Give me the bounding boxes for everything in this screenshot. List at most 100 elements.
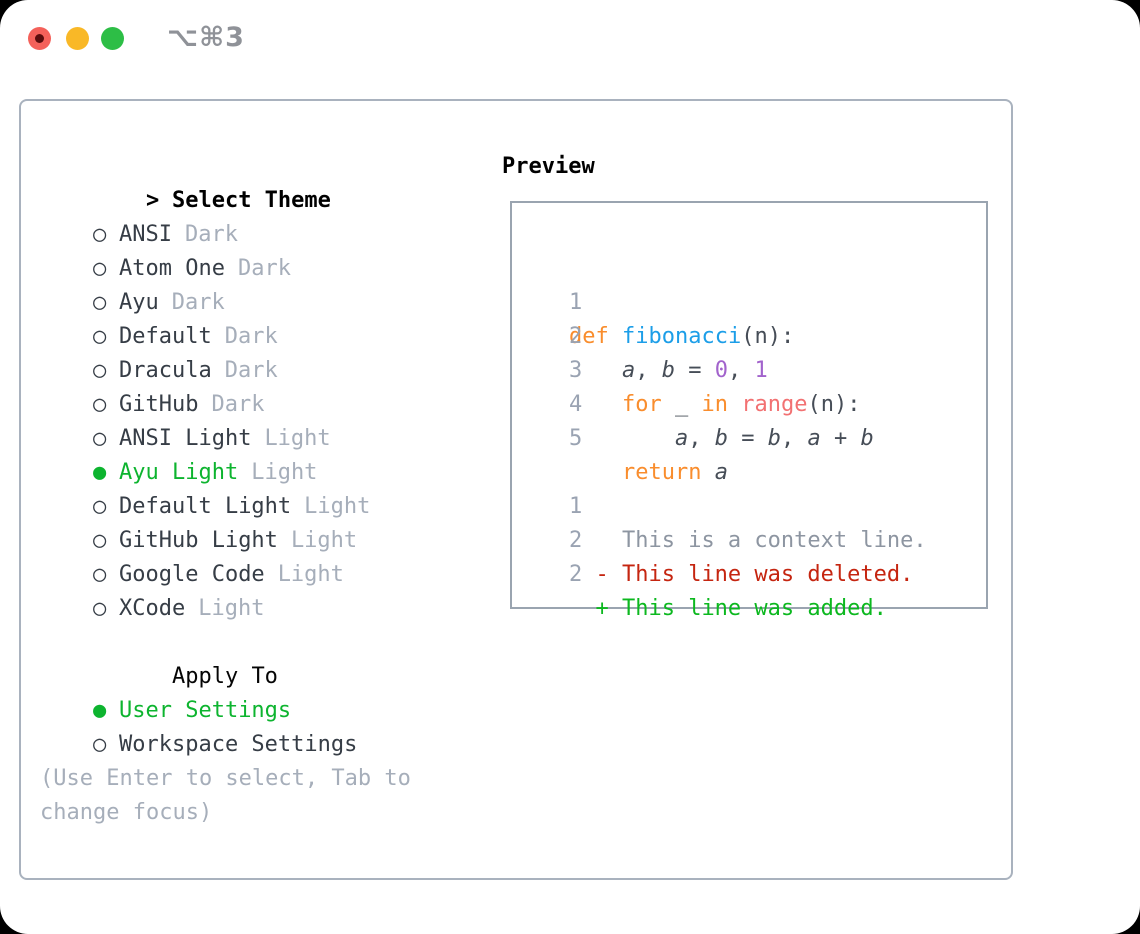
radio-icon: ○ [92, 494, 107, 519]
line-number: 2 [568, 324, 583, 349]
code-token: = [674, 358, 715, 383]
theme-name-label: Default [118, 324, 212, 349]
radio-icon: ○ [92, 528, 107, 553]
theme-name-label: Dracula [118, 358, 212, 383]
theme-variant-label: Light [251, 460, 318, 485]
theme-variant-label: Light [290, 528, 358, 553]
theme-variant-label: Dark [224, 358, 278, 383]
preview-box: 1 def fibonacci(n): 2 a, b = 0, 1 3 for … [510, 201, 988, 621]
theme-name-label: GitHub [118, 392, 199, 417]
code-token: + [820, 426, 861, 451]
theme-option[interactable]: ○ Ayu Dark [40, 252, 440, 315]
theme-variant-label: Dark [171, 290, 225, 315]
code-token: a [807, 426, 821, 451]
theme-variant-label: Dark [224, 324, 278, 349]
code-line: 4 a, b = b, a + b [516, 354, 986, 451]
theme-option[interactable]: ○ Default Light Light [40, 456, 440, 519]
apply-option[interactable]: ● User Settings [40, 660, 440, 723]
code-token: def [569, 324, 609, 349]
theme-option[interactable]: ○ Default Dark [40, 286, 440, 349]
line-number: 1 [568, 494, 583, 519]
code-line: 1 def fibonacci(n): [516, 252, 986, 349]
theme-variant-label: Light [277, 562, 344, 587]
radio-icon: ○ [92, 290, 107, 315]
window-title: ⌥⌘3 [167, 22, 245, 53]
code-token: 1 [754, 358, 768, 383]
line-number: 4 [568, 392, 583, 417]
apply-option-label: User Settings [118, 698, 292, 723]
code-token [728, 392, 741, 417]
radio-icon: ○ [92, 392, 107, 417]
code-line: 3 for _ in range(n): [516, 320, 986, 417]
code-token: _ [661, 392, 702, 417]
apply-to-label: Apply To [171, 664, 278, 689]
code-token: a [674, 426, 689, 451]
title-bar[interactable]: ⌥⌘3 [0, 0, 1140, 76]
code-token: a [621, 358, 636, 383]
code-token: fibonacci [622, 324, 742, 349]
theme-variant-label: Light [198, 596, 265, 621]
code-token: 0 [714, 358, 728, 383]
theme-option[interactable]: ○ XCode Light [40, 558, 440, 621]
radio-icon: ● [92, 698, 107, 723]
theme-name-label: Default Light [118, 494, 292, 519]
theme-variant-label: Dark [237, 256, 291, 281]
minimize-button-icon[interactable] [66, 27, 89, 50]
preview-label: Preview [502, 154, 595, 179]
code-token: b [767, 426, 781, 451]
theme-option[interactable]: ○ Dracula Dark [40, 320, 440, 383]
radio-icon: ○ [92, 596, 107, 621]
apply-option[interactable]: ○ Workspace Settings [40, 694, 440, 757]
code-token [609, 324, 622, 349]
theme-option[interactable]: ○ GitHub Light Light [40, 490, 440, 553]
code-line: 2 + This line was added. [516, 524, 986, 621]
theme-name-label: XCode [118, 596, 186, 621]
code-token: = [727, 426, 768, 451]
code-token: , [635, 358, 662, 383]
radio-icon: ○ [92, 732, 107, 757]
radio-icon: ○ [92, 324, 107, 349]
code-token [701, 460, 714, 485]
code-token: range [741, 392, 808, 417]
code-token: This is a context line. [542, 528, 927, 553]
maximize-button-icon[interactable] [101, 27, 124, 50]
select-theme-label: Select Theme [171, 188, 331, 213]
radio-icon: ● [92, 460, 107, 485]
theme-name-label: Ayu [118, 290, 159, 315]
theme-variant-label: Dark [211, 392, 265, 417]
line-number: 5 [568, 426, 583, 451]
code-token: a [714, 460, 728, 485]
theme-name-label: Atom One [118, 256, 225, 281]
code-line: 5 return a [516, 388, 986, 485]
apply-to-header: Apply To [40, 626, 440, 689]
close-button-dot [35, 34, 44, 43]
code-token: for [621, 392, 662, 417]
close-button-icon[interactable] [28, 27, 51, 50]
theme-option[interactable]: ○ Atom One Dark [40, 218, 440, 281]
code-token: (n): [741, 324, 795, 349]
theme-variant-label: Light [264, 426, 331, 451]
line-number: 2 [568, 562, 583, 587]
code-token: , [727, 358, 755, 383]
theme-name-label: ANSI [118, 222, 172, 247]
code-token: + This line was added. [542, 596, 887, 621]
theme-variant-label: Light [304, 494, 371, 519]
radio-icon: ○ [92, 256, 107, 281]
code-line: 2 - This line was deleted. [516, 490, 986, 587]
apply-option-label: Workspace Settings [118, 732, 358, 757]
code-token: , [780, 426, 808, 451]
theme-name-label: GitHub Light [118, 528, 278, 553]
hint-text: (Use Enter to select, Tab to change focu… [40, 766, 411, 825]
header-cursor-icon: > [145, 188, 160, 213]
code-token: , [688, 426, 715, 451]
theme-option[interactable]: ○ GitHub Dark [40, 354, 440, 417]
code-token: return [621, 460, 702, 485]
